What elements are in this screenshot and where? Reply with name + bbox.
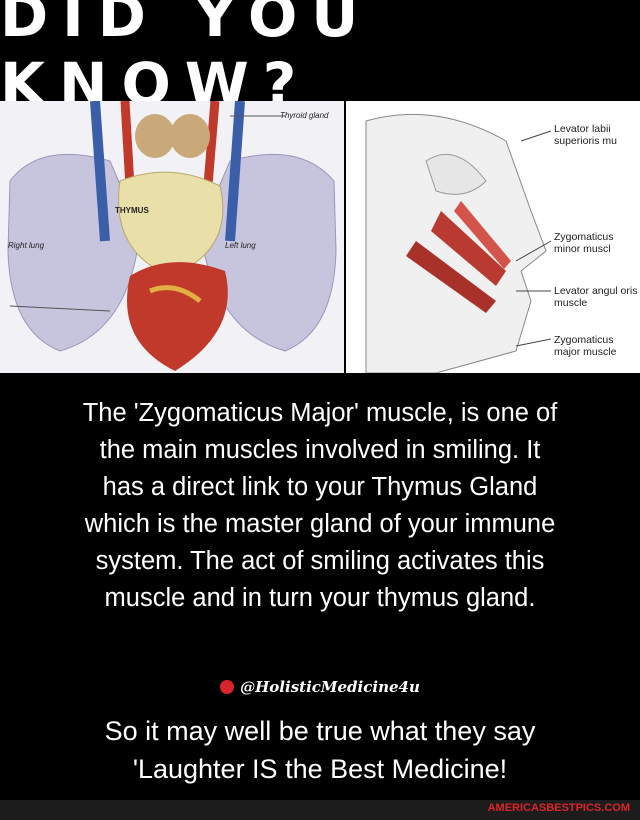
closing-text: So it may well be true what they say 'La… (0, 712, 640, 788)
zygomaticus-major-label: Zygomaticus major muscle (554, 334, 617, 358)
levator-labii-label: Levator labii superioris mu (554, 123, 618, 147)
face-illustration (346, 101, 640, 373)
watermark-bar: AMERICASBESTPICS.COM (0, 800, 640, 820)
levator-anguli-label: Levator angul oris muscle (554, 285, 638, 309)
red-circle-icon (220, 680, 235, 694)
chest-illustration (0, 101, 344, 373)
headline: DID YOU KNOW? (0, 0, 640, 118)
headline-text: DID YOU KNOW? (0, 0, 373, 118)
closing-line: 'Laughter IS the Best Medicine! (132, 754, 508, 784)
watermark: AMERICASBESTPICS.COM (487, 802, 630, 814)
body-line: system. The act of smiling activates thi… (95, 547, 545, 575)
thymus-diagram: Thyroid gland THYMUS Right lung Left lun… (0, 101, 344, 373)
body-line: muscle and in turn your thymus gland. (104, 584, 536, 612)
closing-line: So it may well be true what they say (104, 716, 536, 746)
body-text: The 'Zygomaticus Major' muscle, is one o… (0, 395, 640, 617)
left-lung-label: Left lung (225, 241, 256, 250)
credit-handle: @HolisticMedicine4u (240, 678, 420, 696)
body-line: the main muscles involved in smiling. It (99, 436, 541, 464)
right-lung-label: Right lung (8, 241, 45, 250)
body-line: has a direct link to your Thymus Gland (102, 473, 538, 501)
thyroid-label: Thyroid gland (280, 111, 329, 120)
thymus-label: THYMUS (115, 206, 149, 215)
body-line: The 'Zygomaticus Major' muscle, is one o… (82, 399, 558, 427)
zygomaticus-minor-label: Zygomaticus minor muscl (554, 231, 614, 255)
body-line: which is the master gland of your immune (84, 510, 556, 538)
facial-muscle-diagram: Levator labii superioris mu Zygomaticus … (346, 101, 640, 373)
credit: @HolisticMedicine4u (0, 678, 640, 696)
